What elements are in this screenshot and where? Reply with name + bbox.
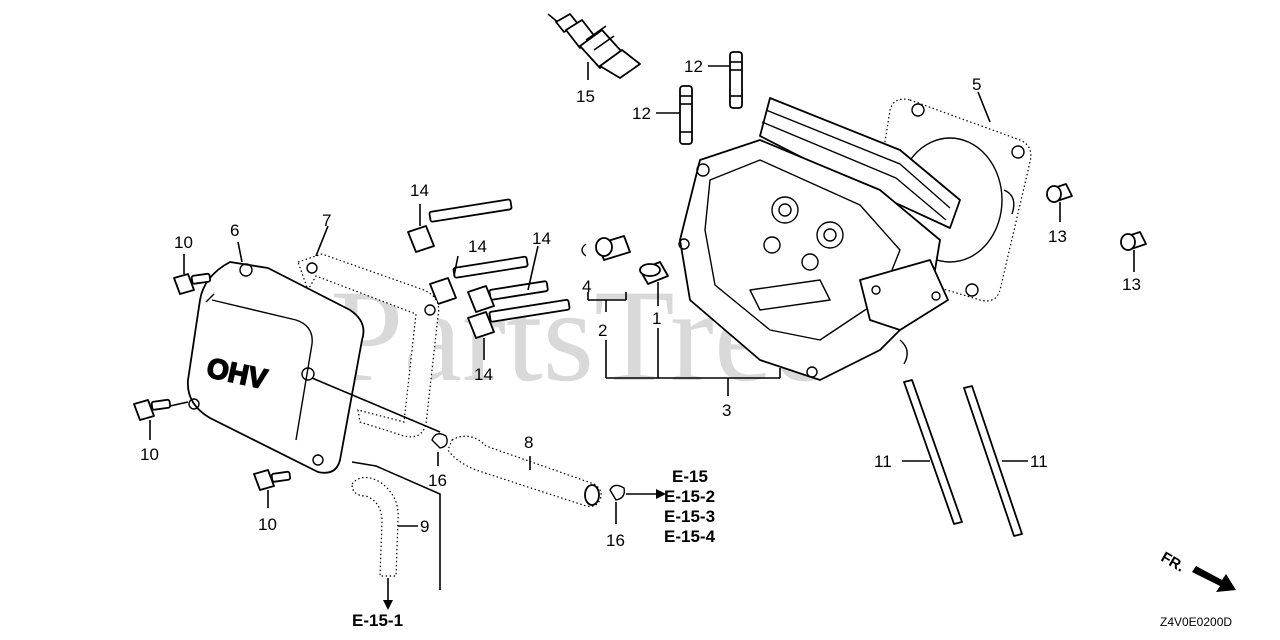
cylinder-head-part	[678, 97, 961, 381]
callout-16-right: 16	[606, 531, 625, 550]
callout-11-left: 11	[874, 452, 892, 471]
callout-12-lower: 12	[632, 104, 651, 123]
callout-3: 3	[722, 401, 731, 420]
cover-gasket-part	[297, 253, 440, 438]
callout-9: 9	[420, 517, 429, 536]
callout-2: 2	[598, 321, 607, 340]
ref-e-15-4: E-15-4	[664, 527, 716, 546]
callout-5: 5	[972, 75, 981, 94]
cover-bolt-part	[133, 272, 292, 491]
callout-14-top: 14	[410, 181, 429, 200]
callout-14-bottom: 14	[474, 365, 493, 384]
ref-e-15-1: E-15-1	[352, 611, 403, 630]
valve-guide-part	[581, 235, 631, 261]
callout-13-lower: 13	[1122, 275, 1141, 294]
dowel-pin-part	[639, 261, 669, 285]
long-stud-part	[903, 379, 1023, 537]
ref-e-15-3: E-15-3	[664, 507, 715, 526]
drain-tube-part	[351, 476, 399, 577]
callout-11-right: 11	[1030, 452, 1048, 471]
callout-10-middle: 10	[140, 445, 159, 464]
hose-clip-part	[431, 433, 626, 501]
breather-tube-part	[447, 435, 602, 507]
callout-14-middle: 14	[468, 237, 487, 256]
cover-lettering: OHV	[204, 352, 270, 395]
callout-1: 1	[652, 309, 661, 328]
ref-e-15: E-15	[672, 467, 708, 486]
callout-10-top: 10	[174, 233, 193, 252]
front-direction-marker: FR.	[1158, 549, 1236, 592]
callout-6: 6	[230, 221, 239, 240]
front-label: FR.	[1158, 549, 1187, 576]
head-cover-part: OHV	[187, 261, 365, 474]
arrow-icon	[1192, 566, 1236, 592]
callout-14-right: 14	[532, 229, 551, 248]
diagram-code: Z4V0E0200D	[1160, 615, 1232, 629]
callout-4: 4	[582, 277, 591, 296]
nut-part	[1046, 183, 1147, 251]
callout-15: 15	[576, 87, 595, 106]
callout-7: 7	[322, 211, 331, 230]
callout-13-upper: 13	[1048, 227, 1067, 246]
callout-8: 8	[524, 433, 533, 452]
callout-12-upper: 12	[684, 57, 703, 76]
stud-bolt-part	[679, 51, 743, 145]
spark-plug-part	[547, 13, 641, 79]
ref-e-15-2: E-15-2	[664, 487, 715, 506]
callout-10-bottom: 10	[258, 515, 277, 534]
callout-16-left: 16	[428, 471, 447, 490]
